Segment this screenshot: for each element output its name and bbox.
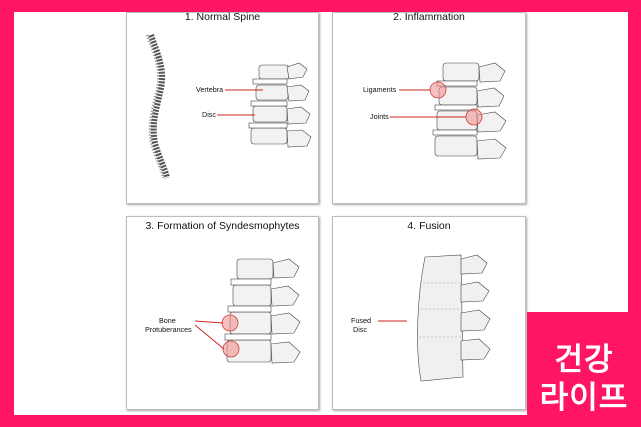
panel-title: 2. Inflammation — [393, 11, 465, 23]
label-bone: Bone — [159, 316, 176, 325]
label-ligaments: Ligaments — [363, 85, 397, 94]
label-disc: Disc — [202, 110, 216, 119]
panel-title: 1. Normal Spine — [184, 11, 261, 23]
panel-normal-spine: 1. Normal Spine — [126, 11, 319, 204]
label-disc: Disc — [353, 325, 367, 334]
brand-badge: 건강 라이프 — [527, 312, 641, 427]
spine-illustration — [194, 258, 301, 364]
spine-illustration — [378, 254, 491, 382]
panel-fusion: 4. Fusion Fused Disc — [332, 216, 526, 410]
label-joints: Joints — [370, 112, 389, 121]
panel-title: 3. Formation of Syndesmophytes — [145, 220, 300, 232]
label-vertebra: Vertebra — [196, 85, 224, 94]
badge-line-2: 라이프 — [539, 380, 629, 416]
label-protuberances: Protuberances — [145, 325, 192, 334]
panel-syndesmophytes: 3. Formation of Syndesmophytes — [126, 216, 319, 410]
diagram-canvas: 1. Normal Spine — [14, 11, 628, 415]
spine-illustration — [146, 34, 312, 179]
spine-illustration — [390, 62, 507, 160]
badge-line-1: 건강 — [554, 342, 614, 378]
panel-inflammation: 2. Inflammation — [332, 11, 526, 204]
label-fused: Fused — [351, 316, 371, 325]
panel-title: 4. Fusion — [407, 220, 451, 232]
